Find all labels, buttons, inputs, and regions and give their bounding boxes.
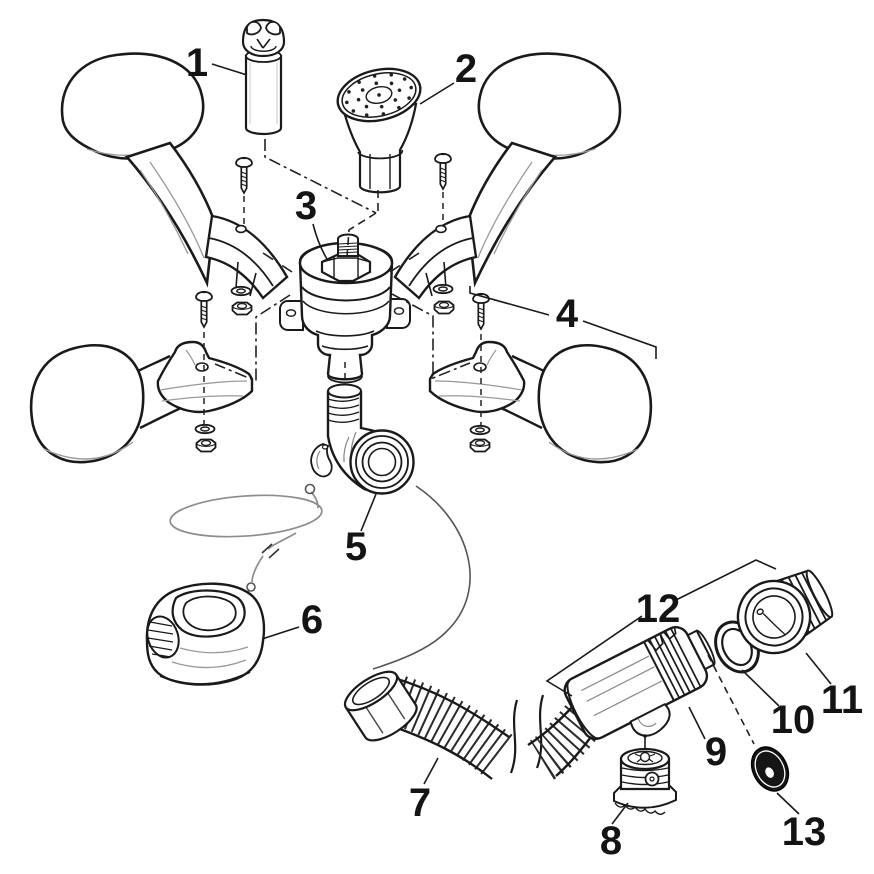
part-3-valve-body [279,233,411,384]
part-6-cap [145,582,266,686]
part-2-spray-head [336,67,422,194]
part-label-3: 3 [295,184,317,228]
part-label-8: 8 [600,819,622,863]
part-label-2: 2 [455,47,477,91]
part-13-washer [750,746,790,792]
assembly-guide-lines [203,139,755,745]
part-label-11: 11 [821,678,863,722]
part-label-13: 13 [782,810,827,854]
rotor-arm-top-right [393,52,622,300]
part-label-12: 12 [636,587,681,631]
part-7-hose [343,670,606,780]
part-8-valve-insert [613,734,677,815]
part-label-10: 10 [771,698,816,742]
rotor-arm-bottom-left [29,340,254,464]
part-label-4: 4 [556,292,579,336]
part-11-threaded-adapter [736,569,834,655]
part-1-nozzle [241,18,286,136]
part-label-1: 1 [186,41,208,85]
part-label-5: 5 [345,525,367,569]
part-label-6: 6 [301,598,323,642]
part-9-hose-connector [563,626,716,741]
rotor-arm-bottom-right [428,340,653,464]
leader-lines [211,63,832,825]
assembly-curve-5-to-7 [372,485,471,670]
lanyard-cable [169,483,323,597]
part-label-7: 7 [409,781,431,825]
part-5-elbow-fitting [310,383,415,495]
part-label-9: 9 [705,730,727,774]
